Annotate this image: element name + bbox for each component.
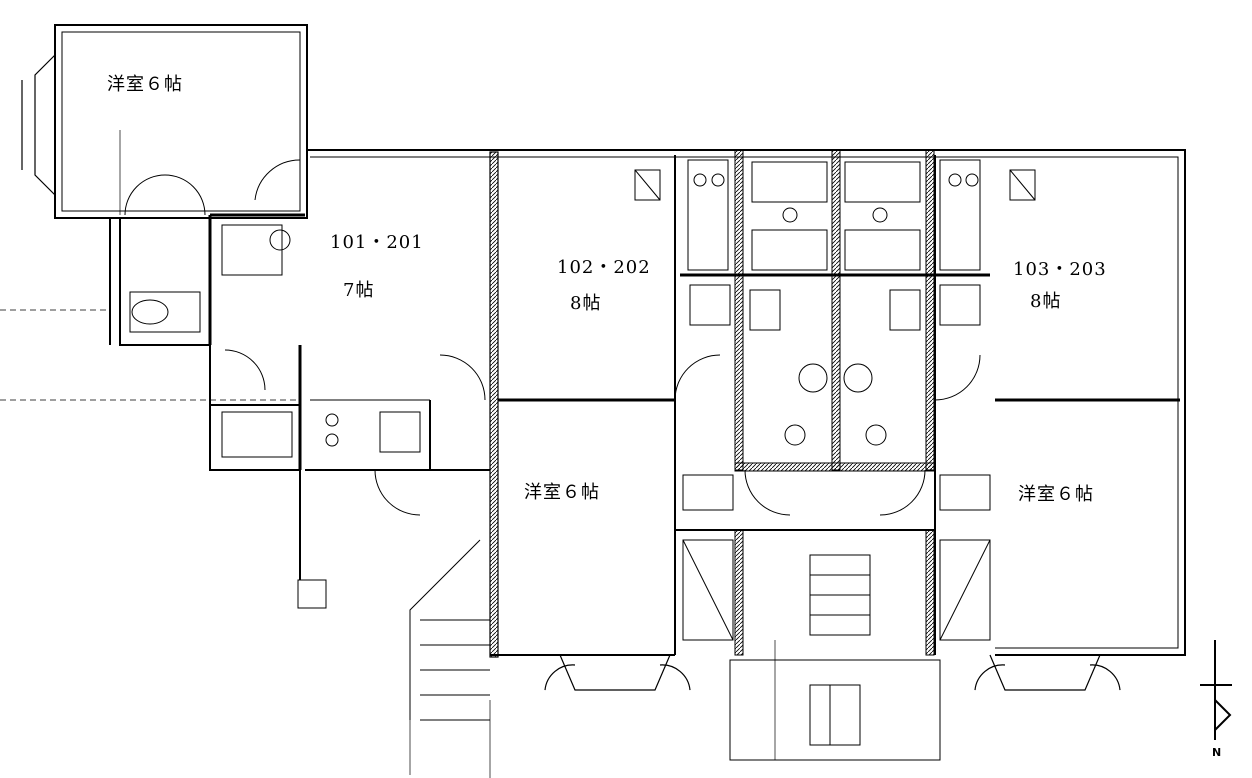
interior-walls: [208, 149, 1180, 658]
room-label-western-6-mid: 洋室６帖: [524, 482, 600, 503]
exterior-walls: [54, 24, 1186, 656]
unit-label-101-201: 101・201: [330, 232, 424, 253]
bay-windows: [21, 54, 1121, 691]
room-label-western-6-right: 洋室６帖: [1018, 484, 1094, 505]
unit-size-101-201: 7帖: [343, 280, 375, 301]
unit-size-103-203: 8帖: [1030, 291, 1062, 312]
compass-label: N: [1212, 746, 1222, 759]
north-arrow-icon: [1200, 640, 1232, 740]
door-swings: [124, 159, 981, 516]
unit-label-102-202: 102・202: [557, 257, 651, 278]
dimension-lines: [0, 130, 776, 778]
unit-label-103-203: 103・203: [1013, 259, 1107, 280]
fixtures: [129, 159, 1036, 641]
stairs: [297, 539, 941, 761]
unit-size-102-202: 8帖: [570, 293, 602, 314]
room-label-western-6-topleft: 洋室６帖: [107, 74, 183, 95]
